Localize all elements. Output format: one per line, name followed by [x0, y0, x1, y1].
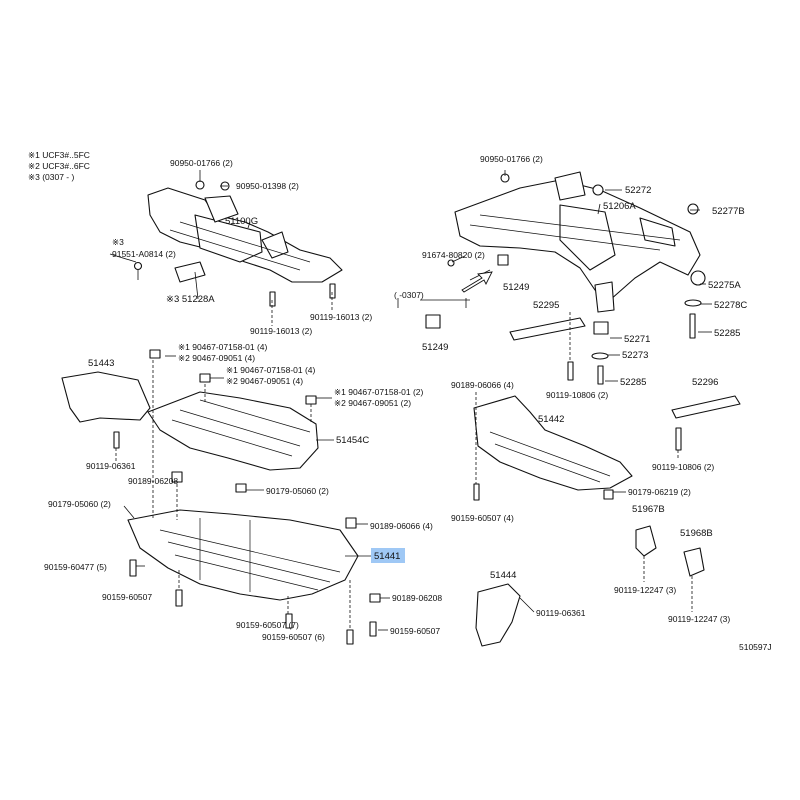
label-51454C: 51454C	[336, 435, 369, 446]
label-90159-60507-d: 90159-60507 (6)	[262, 632, 325, 642]
label-90159-60507-c: 90159-60507	[390, 626, 440, 636]
label-90119-06361-a: 90119-06361	[86, 461, 136, 471]
label-51968B: 51968B	[680, 528, 713, 539]
label-90950-01766-right: 90950-01766 (2)	[480, 154, 543, 164]
label-90467-c1: ※1 90467-07158-01 (2)	[334, 387, 424, 397]
label-52272: 52272	[625, 185, 651, 196]
label-51228A: ※3 51228A	[166, 294, 215, 305]
side-cover-51443	[61, 371, 151, 423]
label-90189-06208-b: 90189-06208	[392, 593, 442, 603]
label-90467-b2: ※2 90467-09051 (4)	[226, 376, 303, 386]
label-52295: 52295	[533, 300, 559, 311]
label-91551-note: ※3	[112, 237, 124, 247]
label-91551: 91551-A0814 (2)	[112, 249, 176, 259]
label-90467-b1: ※1 90467-07158-01 (4)	[226, 365, 316, 375]
label-52285-a: 52285	[714, 328, 740, 339]
label-90950-01766-left: 90950-01766 (2)	[170, 158, 233, 168]
label-90119-16013-b: 90119-16013 (2)	[310, 312, 372, 322]
label-51249-a: 51249	[503, 282, 529, 293]
label-90159-60507-b: 90159-60507 (7)	[236, 620, 299, 630]
note-3: ※3 (0307 - )	[28, 172, 75, 182]
label-90189-06066: 90189-06066 (4)	[370, 521, 433, 531]
label-51443: 51443	[88, 358, 114, 369]
label-90119-12247-b: 90119-12247 (3)	[668, 614, 730, 624]
label-90119-06361-b: 90119-06361	[536, 608, 586, 618]
part-highlight	[371, 548, 405, 563]
label-51249-b: 51249	[422, 342, 448, 353]
label-91674: 91674-80820 (2)	[422, 250, 485, 260]
note-2: ※2 UCF3#..6FC	[28, 161, 90, 171]
label-90119-10806-b: 90119-10806 (2)	[652, 462, 714, 472]
label-90119-10806-a: 90119-10806 (2)	[546, 390, 608, 400]
label-90179-05060-b: 90179-05060 (2)	[266, 486, 329, 496]
label-90189-06208-a: 90189-06208	[128, 476, 178, 486]
link-52295	[509, 317, 586, 341]
bracket-51968B	[683, 547, 705, 577]
rear-crossmember	[425, 171, 706, 385]
label-52277B: 52277B	[712, 206, 745, 217]
label-52278C: 52278C	[714, 300, 747, 311]
note-1: ※1 UCF3#..5FC	[28, 150, 90, 160]
cover-51454C	[147, 349, 319, 471]
direction-arrow-icon	[461, 271, 493, 293]
label-90179-05060-a: 90179-05060 (2)	[48, 499, 111, 509]
label-51206A: 51206A	[603, 201, 636, 212]
label-90159-60507-a: 90159-60507	[102, 592, 152, 602]
label-51442: 51442	[538, 414, 564, 425]
label-51100G: 51100G	[225, 216, 258, 227]
label-90179-06219: 90179-06219 (2)	[628, 487, 691, 497]
label-90159-60477: 90159-60477 (5)	[44, 562, 107, 572]
label-90950-01398: 90950-01398 (2)	[236, 181, 299, 191]
label-90119-16013-a: 90119-16013 (2)	[250, 326, 312, 336]
front-crossmember	[133, 180, 343, 307]
label-52275A: 52275A	[708, 280, 741, 291]
label-52271: 52271	[624, 334, 650, 345]
leader-lines	[109, 170, 712, 631]
label-52273: 52273	[622, 350, 648, 361]
label-90467-c2: ※2 90467-09051 (2)	[334, 398, 411, 408]
link-52296	[671, 395, 741, 419]
label-90189-06066-r: 90189-06066 (4)	[451, 380, 514, 390]
label-51441[interactable]: 51441	[374, 551, 400, 562]
side-cover-51444	[475, 583, 521, 647]
diagram-id: 510597J	[739, 642, 772, 652]
part-labels: 90950-01766 (2) 90950-01398 (2) 51100G ※…	[44, 154, 772, 652]
label-90467-a2: ※2 90467-09051 (4)	[178, 353, 255, 363]
engine-under-cover-51441[interactable]	[127, 509, 359, 601]
label-90467-a1: ※1 90467-07158-01 (4)	[178, 342, 268, 352]
label-90159-60507-e: 90159-60507 (4)	[451, 513, 514, 523]
label-51967B: 51967B	[632, 504, 665, 515]
label-0307: ( -0307)	[394, 290, 424, 300]
label-52285-b: 52285	[620, 377, 646, 388]
label-51444: 51444	[490, 570, 516, 581]
label-90119-12247-a: 90119-12247 (3)	[614, 585, 676, 595]
bracket-51967B	[635, 525, 657, 557]
label-52296: 52296	[692, 377, 718, 388]
under-cover-51442	[473, 395, 633, 501]
